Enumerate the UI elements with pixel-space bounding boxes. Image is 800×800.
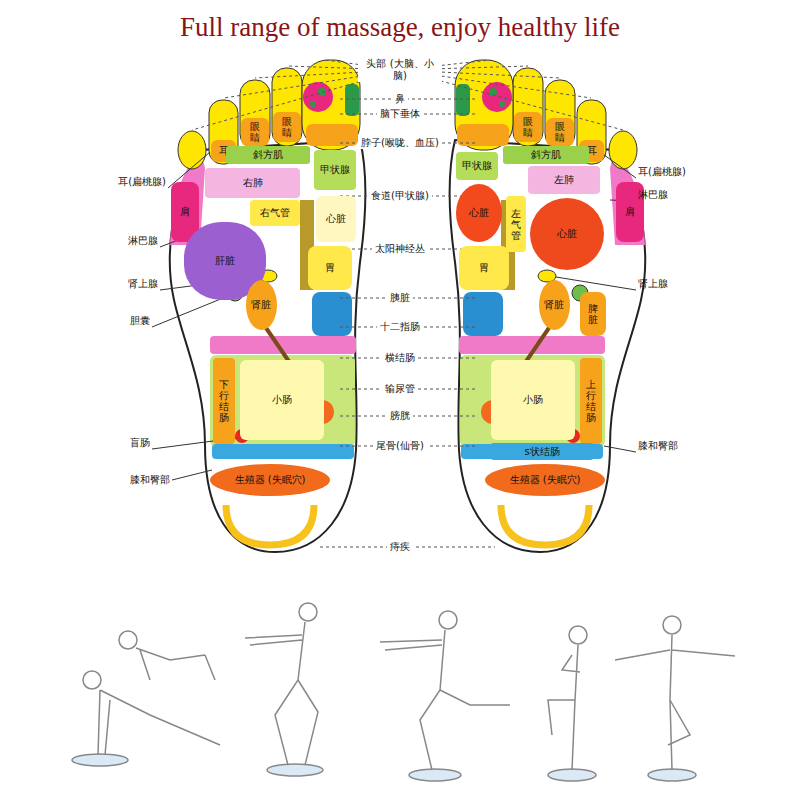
zone-label: 小肠 xyxy=(523,394,543,406)
reflex-zone: 心脏 xyxy=(530,198,604,270)
part-label: 鼻 xyxy=(392,93,408,105)
part-label: 肾上腺 xyxy=(128,278,158,290)
leader-lines xyxy=(192,60,623,547)
reflex-zone: 甲状腺 xyxy=(456,152,498,180)
zone-label: 生殖器 (失眠穴) xyxy=(235,474,306,486)
reflex-zone: 斜方肌 xyxy=(503,146,589,164)
zone-label: 眼睛 xyxy=(555,121,565,143)
reflex-zone: 甲状腺 xyxy=(314,150,356,190)
part-label: 耳(扁桃腺) xyxy=(118,176,166,188)
reflex-zone: 眼睛 xyxy=(273,112,301,142)
zone-label: 下行结肠 xyxy=(219,379,229,423)
zone-label: 肝脏 xyxy=(215,255,235,267)
zone-label: 肾脏 xyxy=(544,299,564,311)
reflex-zone: 肾脏 xyxy=(539,280,570,330)
reflex-zone: 小肠 xyxy=(240,360,324,440)
reflex-zone: 眼睛 xyxy=(514,112,542,142)
zone-label: s状结肠 xyxy=(524,446,559,458)
reflex-zone: 左肺 xyxy=(528,166,600,194)
reflex-zone: 眼睛 xyxy=(546,118,574,146)
reflex-zone: 右肺 xyxy=(205,168,300,198)
reflex-zone: 右气管 xyxy=(250,200,300,226)
zone-label: 肩 xyxy=(625,206,635,218)
zone-label: 生殖器 (失眠穴) xyxy=(510,474,581,486)
zone-label: 肾脏 xyxy=(251,299,271,311)
zone-label: 心脏 xyxy=(326,213,346,225)
zone-label: 右肺 xyxy=(243,177,263,189)
zone-label: 甲状腺 xyxy=(462,160,492,172)
reflex-zone: 眼睛 xyxy=(241,118,269,146)
reflex-zone: 上行结肠 xyxy=(580,358,602,444)
part-label: 头部 (大脑、小脑) xyxy=(358,58,442,82)
part-label: 食道(甲状腺) xyxy=(368,190,432,202)
reflex-zone: 肾脏 xyxy=(246,280,277,330)
callout-lines xyxy=(152,152,636,480)
zone-label: 胃 xyxy=(325,262,335,274)
zone-label: 左气管 xyxy=(511,208,521,241)
part-label: 输尿管 xyxy=(382,383,418,395)
part-label: 盲肠 xyxy=(130,437,150,449)
part-label: 淋巴腺 xyxy=(128,235,158,247)
part-label: 膝和臀部 xyxy=(638,440,678,452)
reflex-zone: 下行结肠 xyxy=(213,358,235,444)
part-label: 脑下垂体 xyxy=(377,108,423,120)
part-label: 膝和臀部 xyxy=(130,474,170,486)
reflex-zone: 生殖器 (失眠穴) xyxy=(210,464,330,496)
reflex-zone: 左气管 xyxy=(506,196,526,252)
zone-label: 脾脏 xyxy=(588,303,598,325)
exercise-figures xyxy=(72,603,735,781)
reflex-zone: 脾脏 xyxy=(580,292,606,336)
reflex-zone: s状结肠 xyxy=(490,443,594,460)
page-title: Full range of massage, enjoy healthy lif… xyxy=(0,12,800,43)
zone-label: 斜方肌 xyxy=(531,149,561,161)
zone-label: 胃 xyxy=(479,262,489,274)
reflex-zone: 心脏 xyxy=(456,184,502,242)
zone-label: 斜方肌 xyxy=(253,149,283,161)
part-label: 痔疾 xyxy=(387,541,413,553)
zone-label: 肩 xyxy=(180,206,190,218)
zone-label: 眼睛 xyxy=(523,116,533,138)
part-label: 尾骨(仙骨) xyxy=(373,440,427,452)
zone-label: 甲状腺 xyxy=(320,164,350,176)
reflex-zone: 生殖器 (失眠穴) xyxy=(485,464,605,496)
reflex-zone: 心脏 xyxy=(316,196,356,242)
zone-label: 上行结肠 xyxy=(586,379,596,423)
part-label: 膀胱 xyxy=(387,410,413,422)
part-label: 胆囊 xyxy=(130,315,150,327)
part-label: 十二指肠 xyxy=(377,321,423,333)
zone-label: 眼睛 xyxy=(282,116,292,138)
part-label: 肾上腺 xyxy=(638,278,668,290)
part-label: 太阳神经丛 xyxy=(372,243,428,255)
zone-label: 左肺 xyxy=(554,174,574,186)
part-label: 淋巴腺 xyxy=(638,189,668,201)
zone-label: 心脏 xyxy=(469,207,489,219)
part-label: 脖子(喉咙、血压) xyxy=(358,137,442,149)
zone-label: 眼睛 xyxy=(250,121,260,143)
part-label: 胰脏 xyxy=(387,292,413,304)
reflex-zone: 胃 xyxy=(308,246,352,290)
part-label: 耳(扁桃腺) xyxy=(638,166,686,178)
foot-drawing xyxy=(170,60,365,552)
reflex-zone: 胃 xyxy=(459,246,509,290)
zone-label: 心脏 xyxy=(557,228,577,240)
reflex-zone: 小肠 xyxy=(491,360,575,440)
part-label: 横结肠 xyxy=(382,352,418,364)
zone-label: 小肠 xyxy=(272,394,292,406)
reflex-zone: 斜方肌 xyxy=(226,146,310,164)
zone-label: 右气管 xyxy=(260,207,290,219)
